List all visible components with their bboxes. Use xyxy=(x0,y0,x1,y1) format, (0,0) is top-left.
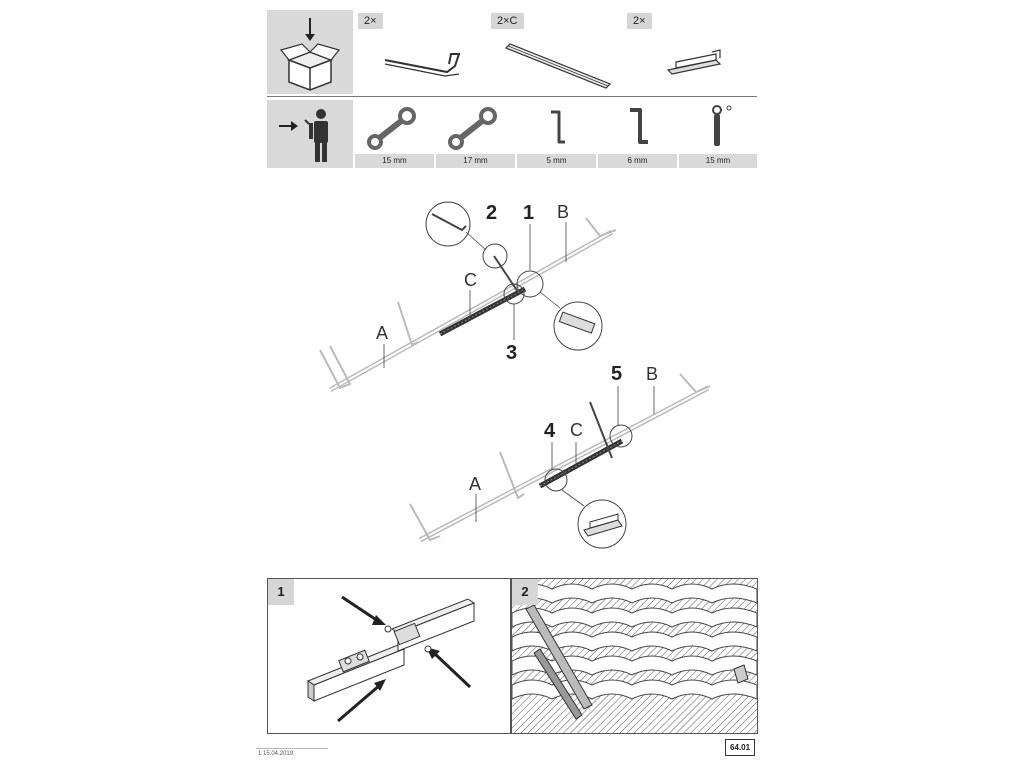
tool-label-5: 15 mm xyxy=(679,154,757,168)
part-qty-1: 2× xyxy=(358,13,383,29)
label-c-1: C xyxy=(464,270,477,290)
page-number: 64.01 xyxy=(725,739,756,756)
callout-2: 2 xyxy=(486,202,498,224)
tool-label-1: 15 mm xyxy=(355,154,434,168)
tool-cell-5: 15 mm xyxy=(679,100,757,168)
wrench-icon xyxy=(367,107,416,150)
panel-number-2: 2 xyxy=(512,579,538,605)
part-qty-3: 2× xyxy=(627,13,652,29)
wrench-icon xyxy=(448,107,497,150)
callout-3: 3 xyxy=(506,342,518,364)
detail-panel-2: 2 xyxy=(511,578,758,734)
label-c-2: C xyxy=(570,420,583,440)
tool-cell-4: 6 mm xyxy=(598,100,677,168)
label-a-2: A xyxy=(469,474,482,494)
footer-rule xyxy=(256,748,328,749)
hook-bracket-icon xyxy=(384,53,461,77)
rail-joint-illustration xyxy=(306,595,476,723)
roof-tiles-illustration xyxy=(512,579,757,733)
callout-4: 4 xyxy=(544,420,556,442)
label-b-1: B xyxy=(557,202,570,222)
part-cell-3: 2× xyxy=(624,10,754,94)
tool-cell-2: 17 mm xyxy=(436,100,515,168)
label-a-1: A xyxy=(376,323,389,343)
part-qty-2: 2×C xyxy=(491,13,524,29)
part-cell-1: 2× xyxy=(355,10,486,94)
callout-5: 5 xyxy=(611,363,623,385)
hex-key-icon xyxy=(551,110,565,144)
tool-label-3: 5 mm xyxy=(517,154,596,168)
hex-key-icon xyxy=(630,108,648,144)
revision-date: 1 15.04.2019 xyxy=(258,751,294,757)
worker-icon xyxy=(304,109,328,162)
worker-icon-cell xyxy=(267,100,353,168)
clamp-icon xyxy=(666,49,722,75)
detail-panel-1: 1 xyxy=(267,578,511,734)
rail-c-icon xyxy=(504,43,612,89)
tool-label-2: 17 mm xyxy=(436,154,515,168)
label-b-2: B xyxy=(646,364,659,384)
panel-number-1: 1 xyxy=(268,579,294,605)
ratchet-icon xyxy=(712,105,732,146)
arrow-right-icon xyxy=(279,121,298,131)
part-cell-2: 2×C xyxy=(488,10,622,94)
arrow-down-icon xyxy=(305,18,315,41)
callout-1: 1 xyxy=(523,202,535,224)
open-box-icon xyxy=(279,43,341,91)
tool-label-4: 6 mm xyxy=(598,154,677,168)
tool-cell-3: 5 mm xyxy=(517,100,596,168)
box-icon-cell xyxy=(267,10,353,94)
table-divider xyxy=(267,96,757,97)
tool-cell-1: 15 mm xyxy=(355,100,434,168)
